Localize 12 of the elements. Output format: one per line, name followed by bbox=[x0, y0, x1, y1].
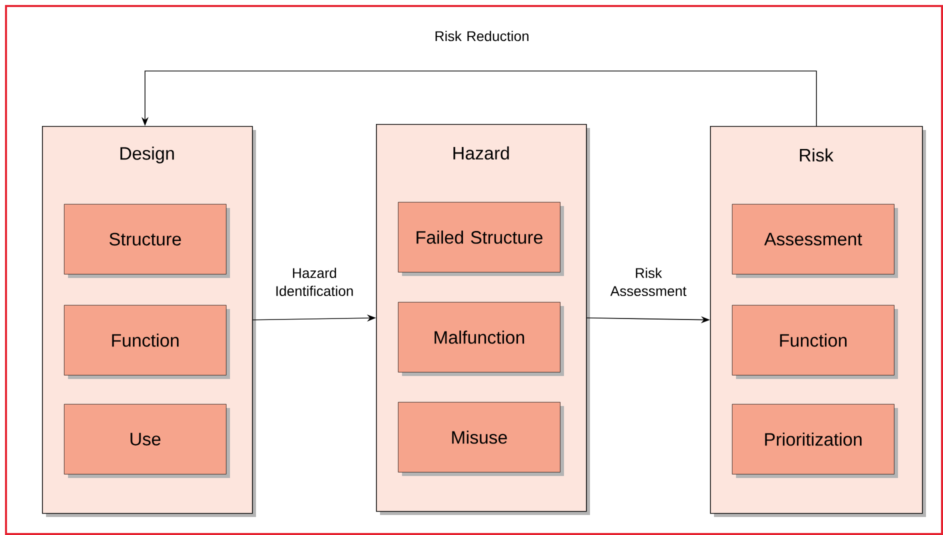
process-box: Function bbox=[64, 305, 230, 379]
edge-label: Risk Assessment bbox=[597, 266, 700, 298]
process-box: Failed Structure bbox=[398, 202, 564, 276]
process-box: Malfunction bbox=[398, 302, 564, 376]
process-box: Misuse bbox=[398, 402, 564, 476]
edge-label: Hazard Identification bbox=[263, 266, 366, 298]
process-box: Prioritization bbox=[732, 404, 898, 478]
process-box: Assessment bbox=[732, 204, 898, 278]
process-box: Function bbox=[732, 305, 898, 379]
edge-label: Risk Reduction bbox=[430, 30, 533, 42]
process-box: Structure bbox=[64, 204, 230, 278]
process-box: Use bbox=[64, 404, 230, 478]
